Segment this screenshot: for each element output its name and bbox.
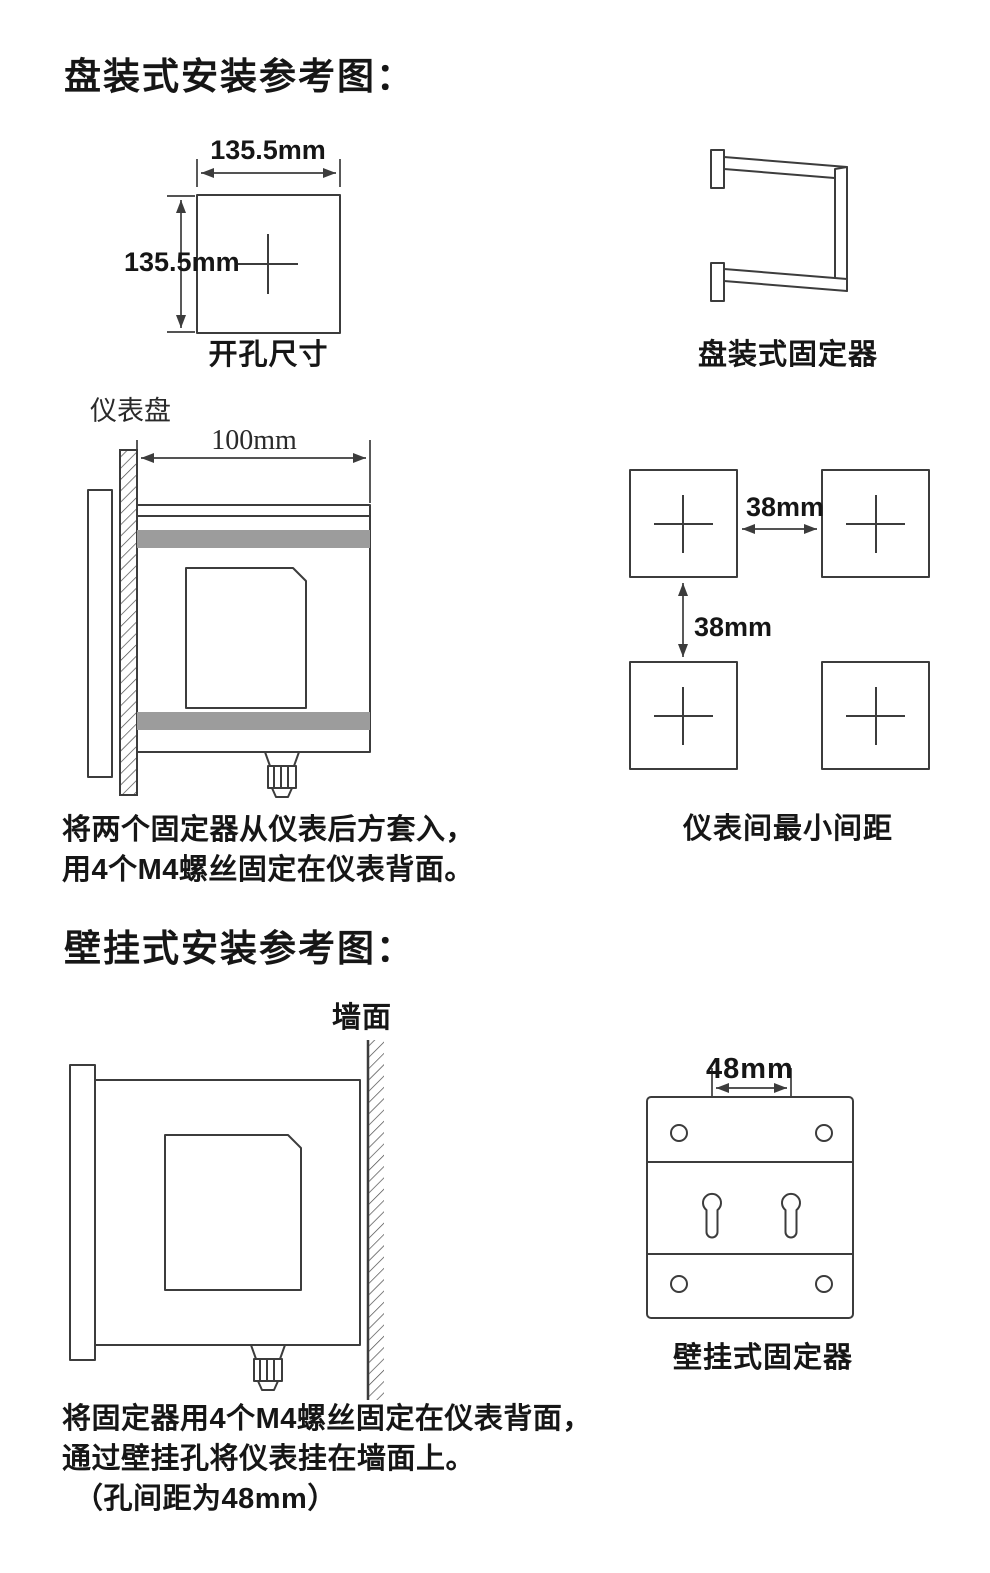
wall-note-line3: （孔间距为48mm） <box>74 1483 337 1515</box>
screw-hole <box>815 1124 833 1142</box>
cable-gland <box>264 751 300 798</box>
rear-label-plate <box>185 567 307 709</box>
fixer-band-top <box>137 530 370 548</box>
panel-note-line1: 将两个固定器从仪表后方套入， <box>62 814 476 846</box>
cutout-height-label: 135.5mm <box>124 247 240 277</box>
wall-section-title: 壁挂式安装参考图： <box>64 928 415 969</box>
rear-label-plate <box>164 1134 302 1291</box>
panel-note-line2: 用4个M4螺丝固定在仪表背面。 <box>62 854 474 886</box>
panel-wall-hatch <box>119 449 138 796</box>
screw-hole <box>670 1124 688 1142</box>
wall-note-line1: 将固定器用4个M4螺丝固定在仪表背面， <box>62 1403 592 1435</box>
wall-fixer-diagram <box>646 1068 854 1319</box>
wall-side-view <box>69 1040 384 1400</box>
cutout-diagram <box>167 159 341 334</box>
keyhole-slot <box>702 1192 722 1239</box>
h-spacing-label: 38mm <box>746 492 825 522</box>
wall-note-line2: 通过壁挂孔将仪表挂在墙面上。 <box>62 1443 476 1475</box>
wall-hatch <box>368 1040 384 1400</box>
instrument-body <box>94 1079 361 1346</box>
wall-surface-label: 墙面 <box>332 1002 393 1034</box>
depth-dimension-label: 100mm <box>211 425 297 456</box>
screw-hole <box>815 1275 833 1293</box>
cutout-width-label: 135.5mm <box>210 135 326 165</box>
panel-side-view <box>87 440 371 798</box>
spacing-diagram <box>629 469 930 770</box>
spacing-caption: 仪表间最小间距 <box>683 813 894 845</box>
keyhole-slot <box>781 1192 801 1239</box>
cutout-caption: 开孔尺寸 <box>208 339 329 371</box>
panel-fixer-caption: 盘装式固定器 <box>698 339 879 371</box>
panel-section-title: 盘装式安装参考图： <box>64 56 415 97</box>
hole-spacing-label: 48mm <box>706 1053 794 1085</box>
screw-hole <box>670 1275 688 1293</box>
instrument-panel-label: 仪表盘 <box>90 396 171 426</box>
instrument-bezel <box>69 1064 96 1361</box>
v-spacing-label: 38mm <box>694 612 773 642</box>
panel-fixer-diagram <box>710 149 848 302</box>
wall-fixer-caption: 壁挂式固定器 <box>673 1342 854 1374</box>
fixer-band-bottom <box>137 712 370 730</box>
fixer-plate <box>646 1096 854 1319</box>
instrument-bezel <box>87 489 113 778</box>
